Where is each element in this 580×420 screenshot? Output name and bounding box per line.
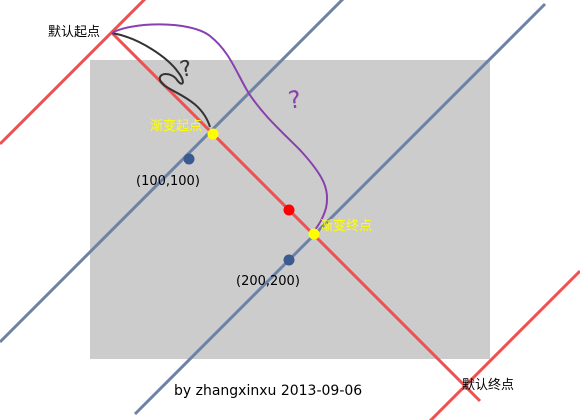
- black-curve: [111, 32, 211, 128]
- red-line-default-start: [0, 0, 147, 146]
- point-100-marker: [183, 153, 195, 165]
- point-100-label: (100,100): [136, 174, 200, 189]
- purple-curve: [111, 23, 329, 235]
- blue-line-right: [133, 2, 547, 416]
- gradient-line: [110, 31, 482, 403]
- red-line-default-end: [428, 269, 580, 420]
- footer-credit: by zhangxinxu 2013-09-06: [174, 383, 362, 399]
- gradient-end-label: 渐变终点: [320, 218, 372, 234]
- gradient-start-marker: [207, 128, 219, 140]
- question-mark-purple: ?: [286, 85, 303, 115]
- point-200-marker: [283, 254, 295, 266]
- gradient-start-label: 渐变起点: [150, 118, 202, 134]
- gradient-end-marker: [308, 228, 320, 240]
- blue-line-left: [0, 0, 345, 344]
- question-mark-black: ?: [178, 56, 195, 83]
- default-start-label: 默认起点: [48, 24, 100, 40]
- point-200-label: (200,200): [236, 274, 300, 289]
- center-marker: [283, 204, 295, 216]
- default-end-label: 默认终点: [462, 377, 514, 393]
